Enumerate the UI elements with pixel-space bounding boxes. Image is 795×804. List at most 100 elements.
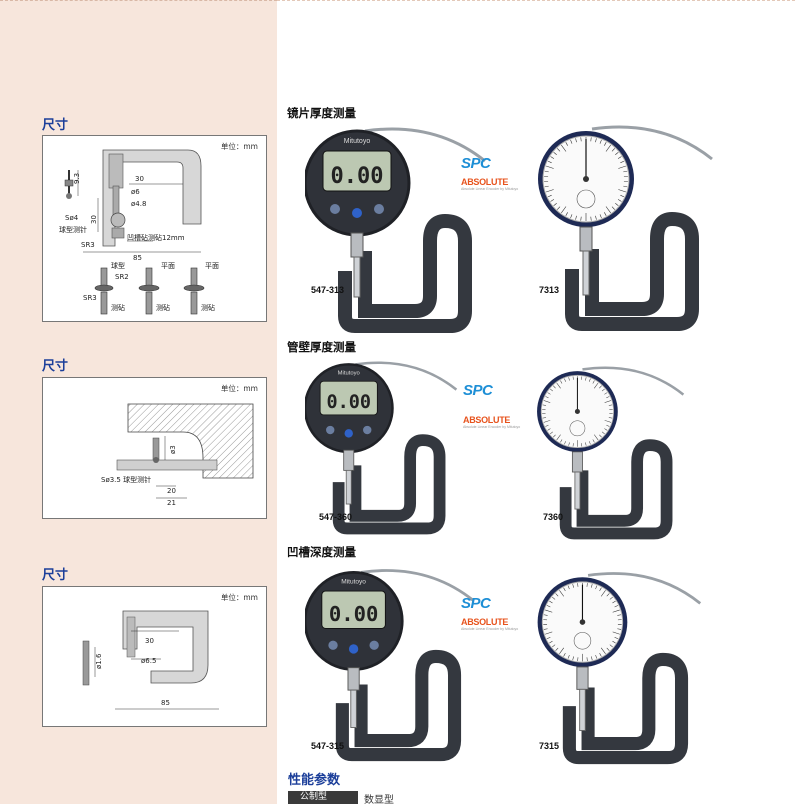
origin-button	[330, 204, 340, 214]
dial-frame	[565, 211, 699, 331]
dial-tick	[545, 424, 549, 427]
absolute-subtext: Absolute Linear Encoder by Mitutoyo	[461, 627, 519, 631]
dial-tick	[547, 160, 552, 164]
dial-tick	[612, 631, 620, 635]
dial-body	[538, 125, 713, 331]
dial-tick	[556, 434, 561, 441]
label-ball-probe-2: Sø3.5 球型测针	[101, 475, 151, 484]
dial-tick	[565, 212, 568, 216]
dial-tick	[547, 392, 551, 395]
dial-tick	[549, 640, 553, 644]
dial-tick	[605, 144, 611, 152]
dial-tick	[594, 382, 599, 389]
stem	[579, 226, 593, 252]
dial-tick	[555, 647, 559, 651]
sub-dial	[573, 632, 592, 650]
dial-tick	[559, 590, 565, 597]
unit-label: 单位：mm	[220, 384, 258, 393]
dial-tick	[557, 206, 561, 210]
label-30-top: 30	[135, 175, 144, 183]
dimension-diagram-1: 单位：mm 9.3 30 ø6 ø4.8 30 Sø4 球型测针 SR	[42, 135, 267, 322]
sub-dial	[576, 189, 596, 209]
dial-tick	[592, 439, 595, 443]
dial-tick	[545, 165, 554, 169]
origin-button	[328, 640, 338, 650]
dial-tick	[564, 441, 566, 445]
dial-tick	[600, 590, 606, 597]
dial-tick	[588, 441, 591, 445]
model-7315: 7315	[539, 741, 560, 751]
dial-tick	[604, 420, 612, 423]
dial-tick	[557, 148, 561, 152]
dial-tick	[567, 654, 570, 659]
spc-badge: SPC	[463, 382, 493, 399]
dial-tick	[570, 214, 573, 219]
dial-tick	[580, 137, 582, 142]
dial-tick	[612, 609, 620, 613]
needle-hub	[574, 408, 580, 414]
label-anvil-1: 测砧	[111, 303, 125, 312]
dial-tick	[601, 431, 605, 435]
dial-tick	[609, 596, 613, 600]
dial-tick	[620, 160, 625, 164]
brand-label: Mitutoyo	[344, 138, 371, 145]
tab-digital[interactable]: 数显型	[364, 795, 394, 804]
lcd-display	[322, 150, 392, 192]
label-85-s3: 85	[161, 699, 170, 707]
stem	[347, 667, 360, 691]
dial-tick	[561, 206, 567, 214]
set-button	[352, 208, 362, 218]
label-21: 21	[167, 499, 176, 507]
dial-tick	[614, 605, 619, 608]
dimension-diagram-3: 单位：mm 30 ø6.5 ø1.6 85	[42, 586, 267, 727]
label-phi6-5: ø6.5	[141, 657, 156, 665]
dial-tick	[600, 647, 606, 654]
dial-tick	[542, 417, 547, 419]
dial-tick	[590, 137, 592, 142]
lift-lever	[587, 572, 702, 605]
label-30-side: 30	[90, 215, 98, 224]
lcd-reading: 0.00	[329, 602, 378, 626]
dial-tick	[550, 156, 555, 159]
dial-tick	[585, 442, 587, 446]
dial-tick	[615, 151, 619, 156]
label-sr3-b: SR3	[83, 294, 97, 302]
lift-lever	[364, 127, 486, 163]
model-7313: 7313	[539, 285, 560, 295]
label-anvil-3: 测砧	[201, 303, 215, 312]
dial-gauge-image	[537, 366, 685, 540]
dial-tick	[572, 583, 574, 588]
dial-tick	[594, 434, 599, 441]
dial-tick	[561, 144, 567, 152]
dial-tick	[547, 428, 551, 431]
dial-tick	[544, 170, 549, 173]
label-type-ball: 球型	[111, 261, 125, 270]
group-title-groove: 凹槽深度测量	[287, 545, 356, 559]
lcd-display	[321, 590, 386, 629]
spindle	[582, 250, 590, 296]
label-type-flat-2: 平面	[205, 262, 219, 270]
absolute-subtext: Absolute Linear Encoder by Mitutoyo	[463, 425, 521, 429]
dial-tick	[552, 596, 556, 600]
dial-tick	[617, 156, 622, 159]
dial-tick	[585, 377, 587, 381]
dial-tick	[568, 442, 570, 446]
tab-metric[interactable]: 公制型	[288, 791, 358, 804]
dial-tick	[543, 628, 548, 630]
model-547-313: 547-313	[311, 285, 345, 295]
gauge-frame	[338, 213, 472, 333]
dial-tick	[611, 206, 615, 210]
dial-body	[537, 366, 685, 540]
dial-tick	[614, 636, 619, 640]
lift-lever	[355, 361, 458, 391]
label-phi3: ø3	[169, 445, 177, 454]
dial-tick	[618, 189, 627, 193]
dial-gauge-7360	[532, 361, 732, 545]
